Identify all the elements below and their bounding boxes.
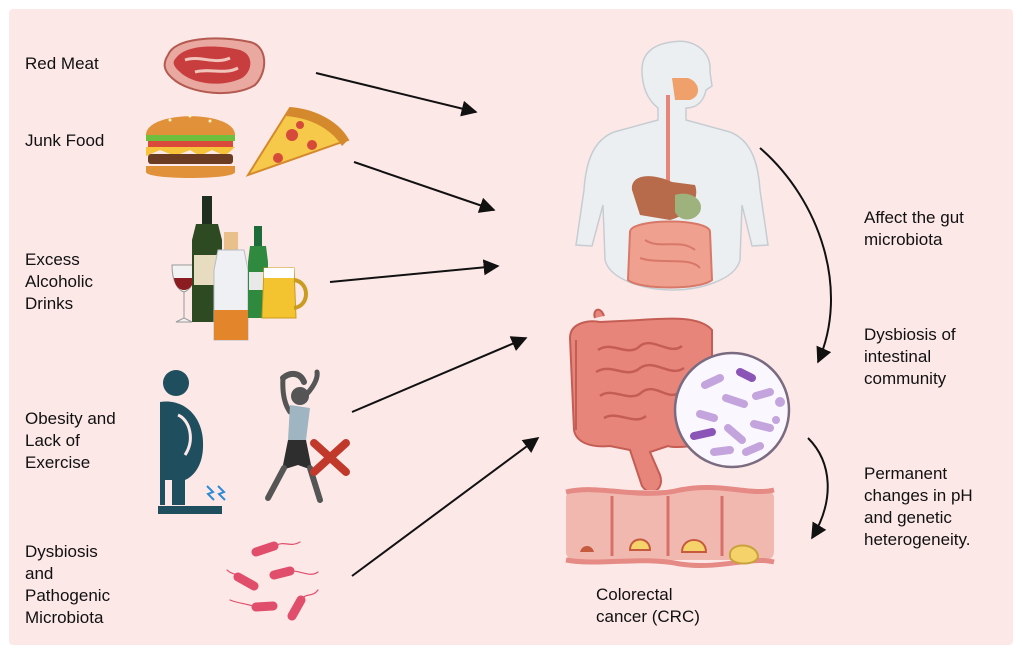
label-colorectal-cancer: Colorectal cancer (CRC) [596, 584, 700, 628]
microbe-magnifier-icon [675, 353, 789, 467]
arrow-junk-food [354, 162, 494, 210]
pizza-icon [248, 108, 348, 175]
steak-icon [165, 38, 265, 93]
label-permanent-changes: Permanent changes in pH and genetic hete… [864, 463, 973, 551]
arrow-obesity [352, 338, 526, 412]
label-junk-food: Junk Food [25, 130, 104, 152]
label-alcoholic-drinks: Excess Alcoholic Drinks [25, 249, 93, 315]
colon-tissue-icon [566, 487, 774, 565]
arrow-gut-to-dysbiosis [760, 148, 831, 362]
label-red-meat: Red Meat [25, 53, 99, 75]
label-dysbiosis-community: Dysbiosis of intestinal community [864, 324, 956, 390]
human-torso-icon [576, 41, 768, 290]
exercising-woman-icon [268, 372, 320, 500]
arrow-dysbiosis [352, 438, 538, 576]
bacteria-icon [227, 542, 318, 616]
arrow-red-meat [316, 73, 476, 112]
burger-icon [146, 115, 235, 179]
red-x-icon [314, 443, 346, 472]
arrow-dysbiosis-to-changes [808, 438, 828, 538]
obese-person-icon [158, 370, 225, 514]
arrow-alcohol [330, 266, 498, 282]
bottles-icon [172, 196, 306, 340]
risk-factor-arrows [316, 73, 538, 576]
label-pathogenic-microbiota: Dysbiosis and Pathogenic Microbiota [25, 541, 110, 629]
process-arrows [760, 148, 831, 538]
label-affect-gut-microbiota: Affect the gut microbiota [864, 207, 964, 251]
label-obesity-exercise: Obesity and Lack of Exercise [25, 408, 116, 474]
